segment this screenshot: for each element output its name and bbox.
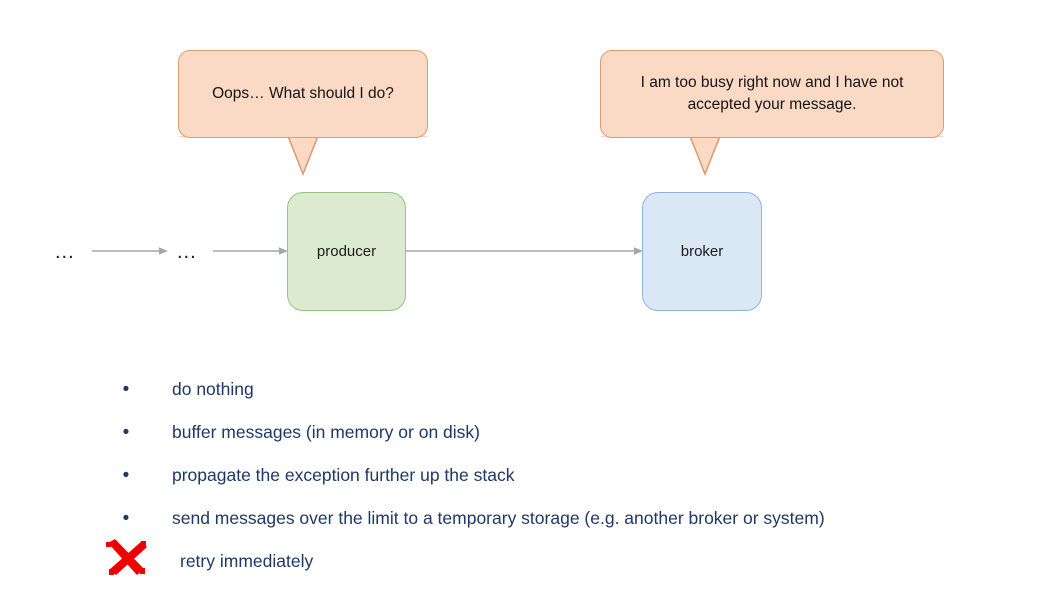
list-item-label: retry immediately: [180, 551, 314, 571]
producer-node-label: producer: [316, 243, 377, 260]
list-item-label: do nothing: [172, 379, 254, 399]
broker-speech-bubble: I am too busy right now and I have not a…: [600, 50, 944, 138]
list-item: • buffer messages (in memory or on disk): [0, 411, 1054, 454]
producer-speech-bubble: Oops… What should I do?: [178, 50, 428, 138]
flow-arrow-1: [92, 247, 168, 255]
bullet-marker-icon: •: [122, 379, 130, 400]
list-item: • do nothing: [0, 368, 1054, 411]
list-item: • propagate the exception further up the…: [0, 454, 1054, 497]
broker-speech-bubble-text: I am too busy right now and I have not a…: [640, 73, 904, 113]
flow-arrow-2: [213, 247, 288, 255]
options-list: • do nothing • buffer messages (in memor…: [0, 368, 1054, 583]
upstream-ellipsis-2: ...: [177, 241, 197, 263]
red-cross-icon: [104, 538, 148, 582]
list-item: • send messages over the limit to a temp…: [0, 497, 1054, 540]
bullet-marker-icon: •: [122, 465, 130, 486]
broker-node-label: broker: [680, 243, 724, 260]
list-item-label: send messages over the limit to a tempor…: [172, 508, 825, 528]
bullet-marker-icon: •: [122, 422, 130, 443]
flow-arrow-producer-to-broker: [406, 247, 643, 255]
producer-speech-bubble-tail: [178, 136, 428, 177]
producer-speech-bubble-text: Oops… What should I do?: [212, 84, 394, 102]
list-item: retry immediately: [0, 538, 1054, 583]
upstream-ellipsis-1: ...: [55, 241, 75, 263]
list-item-label: buffer messages (in memory or on disk): [172, 422, 480, 442]
producer-node: producer: [287, 192, 406, 311]
list-item-label: propagate the exception further up the s…: [172, 465, 515, 485]
bullet-marker-icon: •: [122, 508, 130, 529]
broker-speech-bubble-tail: [600, 136, 944, 177]
broker-node: broker: [642, 192, 762, 311]
